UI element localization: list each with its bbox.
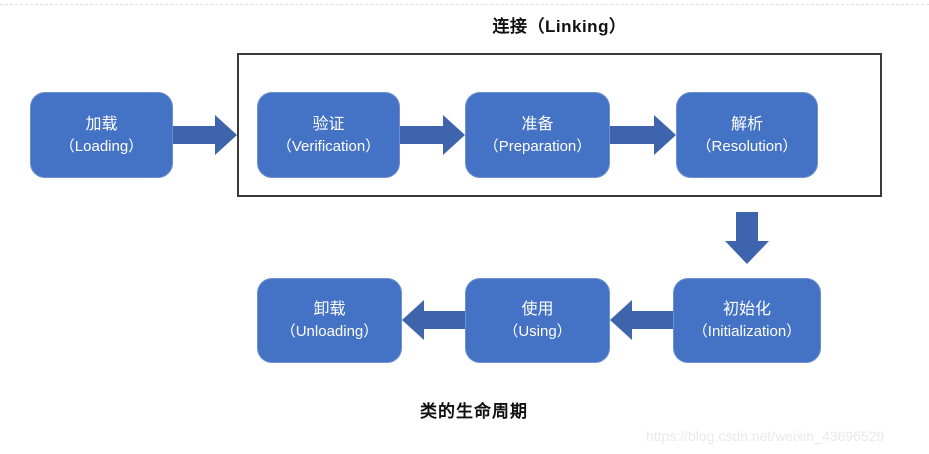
node-preparation: 准备 （Preparation） <box>465 92 610 178</box>
arrow-head-down-icon <box>725 241 769 264</box>
node-resolution: 解析 （Resolution） <box>676 92 818 178</box>
arrow-shaft <box>173 126 217 144</box>
arrow-using-to-unloading <box>402 300 465 340</box>
node-resolution-label-zh: 解析 <box>730 115 763 133</box>
arrow-head-right-icon <box>443 115 465 155</box>
arrow-shaft <box>422 311 465 329</box>
node-using-label-en: （Using） <box>503 323 572 341</box>
node-loading: 加载 （Loading） <box>30 92 173 178</box>
linking-group-box <box>237 53 882 197</box>
arrow-verification-to-preparation <box>400 115 465 155</box>
node-initialization-label-zh: 初始化 <box>722 301 771 319</box>
linking-group-title: 连接（Linking） <box>492 17 627 36</box>
top-divider <box>0 4 929 5</box>
node-verification: 验证 （Verification） <box>257 92 400 178</box>
arrow-head-right-icon <box>215 115 237 155</box>
arrow-loading-to-verification <box>173 115 237 155</box>
node-unloading: 卸载 （Unloading） <box>257 278 402 363</box>
node-initialization: 初始化 （Initialization） <box>673 278 821 363</box>
node-preparation-label-zh: 准备 <box>521 115 554 133</box>
node-using-label-zh: 使用 <box>521 301 554 319</box>
watermark-url: https://blog.csdn.net/weixin_43696529 <box>646 428 885 444</box>
node-verification-label-en: （Verification） <box>276 137 381 155</box>
arrow-head-left-icon <box>610 300 632 340</box>
arrow-head-right-icon <box>654 115 676 155</box>
arrow-shaft <box>400 126 445 144</box>
arrow-shaft <box>610 126 656 144</box>
node-resolution-label-en: （Resolution） <box>696 137 798 155</box>
arrow-shaft <box>630 311 673 329</box>
diagram-caption: 类的生命周期 <box>420 402 528 421</box>
arrow-resolution-to-initialization <box>725 212 769 264</box>
node-preparation-label-en: （Preparation） <box>483 137 592 155</box>
arrow-preparation-to-resolution <box>610 115 676 155</box>
node-initialization-label-en: （Initialization） <box>692 323 802 341</box>
node-loading-label-zh: 加载 <box>85 115 118 133</box>
node-unloading-label-zh: 卸载 <box>313 301 346 319</box>
node-verification-label-zh: 验证 <box>312 115 345 133</box>
arrow-initialization-to-using <box>610 300 673 340</box>
node-loading-label-en: （Loading） <box>59 137 144 155</box>
arrow-shaft <box>736 212 758 241</box>
arrow-head-left-icon <box>402 300 424 340</box>
node-unloading-label-en: （Unloading） <box>280 323 379 341</box>
node-using: 使用 （Using） <box>465 278 610 363</box>
